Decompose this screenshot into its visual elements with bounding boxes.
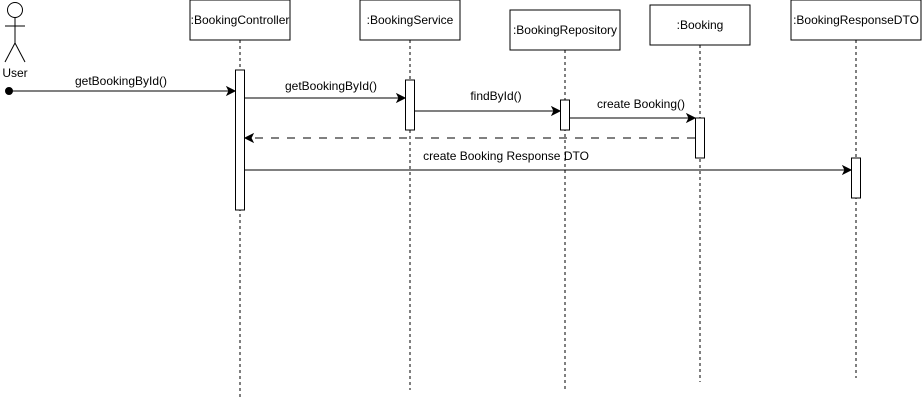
- actor-label: User: [2, 66, 27, 80]
- participant-booking: :Booking: [649, 4, 751, 46]
- message-controller-to-dto: create Booking Response DTO: [245, 149, 853, 176]
- message-repository-to-booking: create Booking(): [570, 97, 697, 124]
- message-service-to-repository: findById(): [415, 89, 562, 117]
- message-label: getBookingById(): [75, 74, 167, 88]
- actor-user: User: [2, 2, 28, 80]
- participant-label: :BookingController: [191, 13, 290, 27]
- message-label: create Booking Response DTO: [423, 149, 589, 163]
- participant-repository: :BookingRepository: [509, 9, 621, 51]
- participant-label: :BookingResponseDTO: [793, 13, 919, 27]
- message-label: create Booking(): [597, 97, 685, 111]
- activation-repository: [560, 99, 570, 131]
- arrow-head-icon: [685, 112, 697, 124]
- message-user-to-controller: getBookingById(): [5, 74, 237, 97]
- activation-dto: [851, 157, 861, 199]
- message-controller-to-service: getBookingById(): [245, 79, 407, 104]
- participant-label: :Booking: [677, 18, 724, 32]
- message-label: findById(): [470, 89, 521, 103]
- arrow-head-icon: [395, 92, 407, 104]
- participant-label: :BookingService: [367, 13, 454, 27]
- participant-label: :BookingRepository: [513, 23, 617, 37]
- participant-controller: :BookingController: [189, 0, 291, 41]
- arrow-head-icon: [243, 132, 255, 144]
- stick-figure-icon: [4, 2, 26, 63]
- message-label: getBookingById(): [285, 79, 377, 93]
- activation-controller: [235, 69, 245, 211]
- arrow-head-icon: [550, 105, 562, 117]
- participant-service: :BookingService: [359, 0, 461, 41]
- arrow-head-icon: [225, 85, 237, 97]
- return-booking-to-controller: [243, 132, 695, 144]
- activation-service: [405, 79, 415, 131]
- participant-dto: :BookingResponseDTO: [790, 0, 922, 41]
- activation-booking: [695, 117, 705, 159]
- arrow-head-icon: [841, 164, 853, 176]
